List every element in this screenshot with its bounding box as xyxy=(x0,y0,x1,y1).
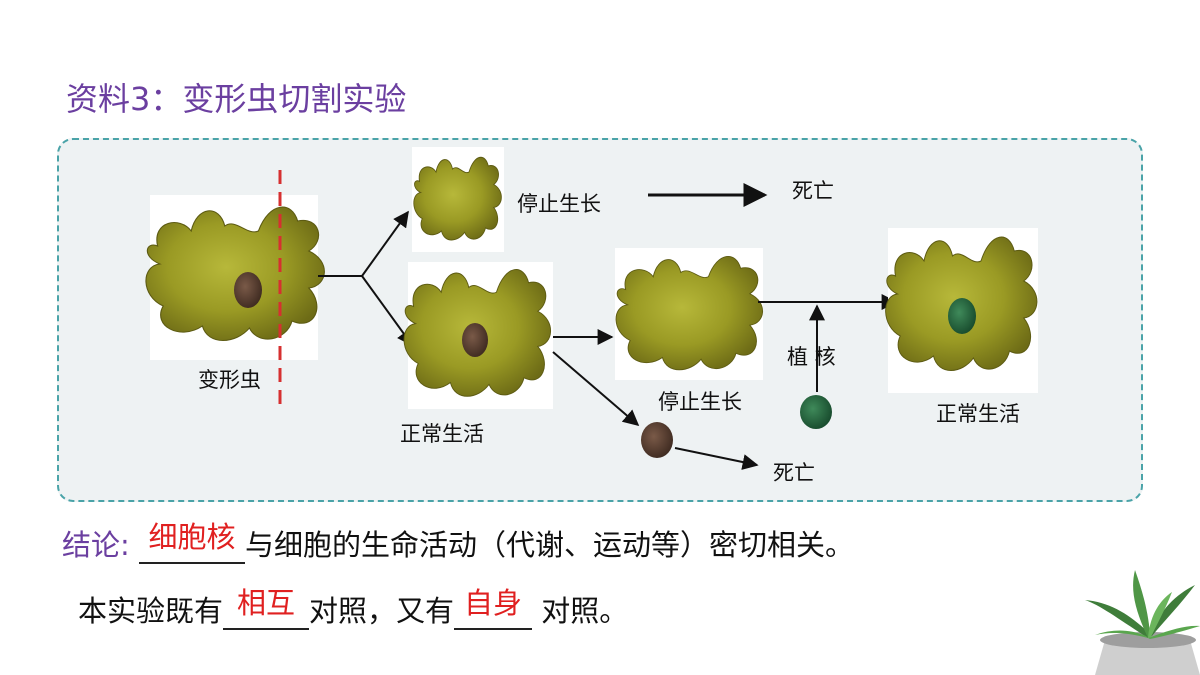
page-title: 资料3：变形虫切割实验 xyxy=(66,80,407,118)
amoeba-image xyxy=(615,248,764,380)
control-line: 本实验既有相互对照，又有自身 对照。 xyxy=(78,586,629,630)
conclusion-line: 结论: 细胞核与细胞的生命活动（代谢、运动等）密切相关。 xyxy=(62,520,855,564)
answer-nucleus: 细胞核 xyxy=(148,520,236,554)
control-text-1: 本实验既有 xyxy=(78,594,224,628)
control-text-3: 对照。 xyxy=(532,594,629,628)
label-normal-life-mid: 正常生活 xyxy=(400,422,484,446)
label-normal-life-right: 正常生活 xyxy=(936,402,1020,426)
label-stop-growth-mid: 停止生长 xyxy=(658,390,742,414)
succulent-plant-icon xyxy=(1085,570,1200,675)
answer-self: 自身 xyxy=(464,586,523,620)
amoeba-image xyxy=(145,195,325,360)
label-death-top: 死亡 xyxy=(792,179,834,203)
nucleus-icon xyxy=(234,272,262,308)
nucleus-icon xyxy=(641,422,673,458)
label-nucleus-transplant: 植 核 xyxy=(787,345,836,369)
answer-blank-2: 相互 xyxy=(223,586,310,630)
nucleus-icon xyxy=(948,298,976,334)
label-stop-growth-top: 停止生长 xyxy=(517,192,601,216)
answer-mutual: 相互 xyxy=(237,586,296,620)
amoeba-image xyxy=(885,228,1038,393)
nucleus-icon xyxy=(462,323,488,357)
label-amoeba: 变形虫 xyxy=(198,368,261,392)
control-text-2: 对照，又有 xyxy=(309,594,455,628)
amoeba-image xyxy=(403,262,553,409)
answer-blank-3: 自身 xyxy=(454,586,533,630)
nucleus-icon xyxy=(800,395,832,429)
conclusion-text: 与细胞的生命活动（代谢、运动等）密切相关。 xyxy=(245,528,855,562)
label-death-bottom: 死亡 xyxy=(773,461,815,485)
conclusion-prefix: 结论: xyxy=(62,528,130,562)
amoeba-fragment-image xyxy=(412,147,504,252)
answer-blank-1: 细胞核 xyxy=(139,520,245,564)
